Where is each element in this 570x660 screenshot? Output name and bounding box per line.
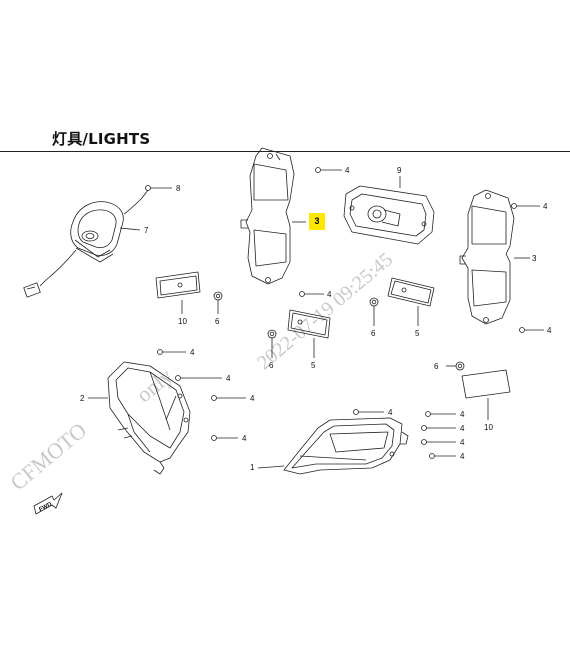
screw-4-group: [157, 167, 544, 459]
callout-4k: 4: [460, 424, 465, 433]
callout-4d: 4: [547, 326, 552, 335]
highlighted-callout-3[interactable]: 3: [309, 213, 325, 230]
callout-10a: 10: [178, 317, 187, 326]
leader-lines: [88, 176, 530, 469]
reflector-5-right: [387, 277, 435, 307]
screw-8: [145, 185, 172, 191]
callout-6a: 6: [215, 317, 220, 326]
callout-4b: 4: [543, 202, 548, 211]
page-title: 灯具/LIGHTS: [52, 130, 151, 148]
callout-5b: 5: [415, 329, 420, 338]
callout-4g: 4: [250, 394, 255, 403]
callout-4j: 4: [460, 410, 465, 419]
taillight-left: [240, 147, 295, 285]
callout-9: 9: [397, 166, 402, 175]
nut-6-b: [267, 329, 277, 339]
callout-6b: 6: [269, 361, 274, 370]
callout-4c: 4: [327, 290, 332, 299]
callout-10b: 10: [484, 423, 493, 432]
callout-8: 8: [176, 184, 181, 193]
taillight-right: [459, 189, 515, 325]
reflector-10-right: [461, 369, 511, 399]
stop-lamp: [343, 185, 435, 245]
callout-4l: 4: [460, 438, 465, 447]
callout-4i: 4: [388, 408, 393, 417]
nut-6-a: [213, 291, 223, 301]
nut-6-c: [369, 297, 379, 307]
callout-4a: 4: [345, 166, 350, 175]
reflector-10-left: [155, 271, 201, 299]
callout-1: 1: [250, 463, 255, 472]
callout-4f: 4: [226, 374, 231, 383]
callout-7: 7: [144, 226, 149, 235]
callout-6d: 6: [434, 362, 439, 371]
reflector-5-center: [287, 309, 331, 339]
fwd-arrow: [33, 492, 63, 515]
callout-4m: 4: [460, 452, 465, 461]
plate-light-assembly: [23, 189, 149, 298]
headlight-left: [107, 361, 191, 475]
callout-labels: 8 7 4 9 4 3 4 4 10 6 6 5 6 5 6 10 4 4 4 …: [38, 166, 552, 513]
callout-5a: 5: [311, 361, 316, 370]
headlight-right: [283, 417, 409, 475]
callout-4e: 4: [190, 348, 195, 357]
callout-6c: 6: [371, 329, 376, 338]
nut-6-d: [455, 361, 465, 371]
title-rule: [0, 151, 570, 152]
callout-4h: 4: [242, 434, 247, 443]
callout-2: 2: [80, 394, 85, 403]
callout-3b: 3: [532, 254, 537, 263]
